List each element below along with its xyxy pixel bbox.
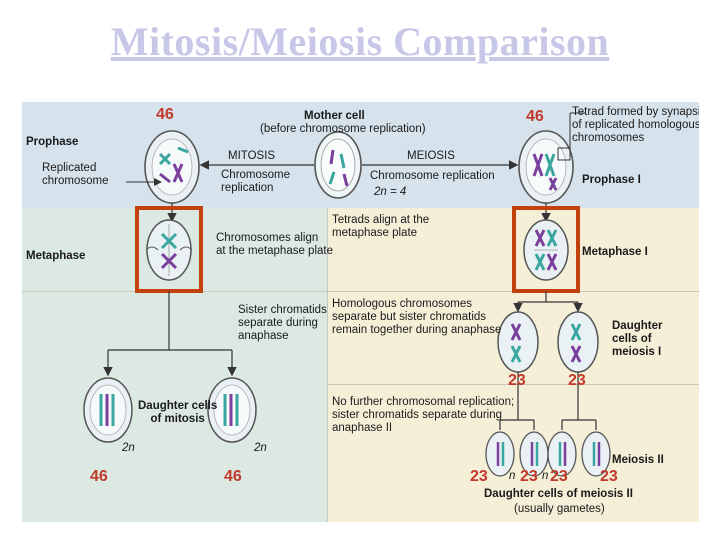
daughter-mitosis-line-2: of mitosis <box>150 413 205 425</box>
mitosis-daughter-right-count: 46 <box>224 468 242 485</box>
replicated-chromosome-line-1: Replicated <box>42 162 97 174</box>
mitosis-daughter-left-count: 46 <box>90 468 108 485</box>
mitosis-top-count: 46 <box>156 106 174 123</box>
two-n-equals-4-label: 2n = 4 <box>374 186 407 198</box>
homologous-line-3: remain together during anaphase <box>332 324 502 336</box>
sister-chromatids-line-1: Sister chromatids <box>238 304 327 316</box>
meiosis-ii-count-4: 23 <box>600 468 618 485</box>
no-further-line-1: No further chromosomal replication; <box>332 396 515 408</box>
chromosomes-align-line-1: Chromosomes align <box>216 232 319 244</box>
replicated-chromosome-label: Replicated chromosome <box>42 162 108 188</box>
no-further-line-3: anaphase II <box>332 422 393 434</box>
replicated-chromosome-line-2: chromosome <box>42 175 109 187</box>
metaphase-divider <box>22 291 699 292</box>
meiosis-ii-count-1: 23 <box>470 468 488 485</box>
daughter-meiosis-i-label: Daughter cells of meiosis I <box>612 320 662 359</box>
meiosis-i-left-count: 23 <box>508 372 526 389</box>
sister-chromatids-line-2: separate during <box>238 317 318 329</box>
page-title: Mitosis/Meiosis Comparison <box>110 19 610 64</box>
no-further-replication-label: No further chromosomal replication; sist… <box>332 396 514 435</box>
daughter-mitosis-label: Daughter cells of mitosis <box>138 400 217 426</box>
n-label-1: n <box>509 470 516 482</box>
sister-chromatids-label: Sister chromatids separate during anapha… <box>238 304 327 343</box>
tetrad-line-1: Tetrad formed by synapsis <box>572 106 699 118</box>
mother-cell-label: Mother cell <box>304 110 365 122</box>
tetrads-align-line-2: metaphase plate <box>332 227 418 239</box>
tetrad-line-2: of replicated homologous <box>572 119 699 131</box>
meiosis-sublabel: Chromosome replication <box>370 170 495 182</box>
mitosis-sublabel-line-1: Chromosome <box>221 169 291 181</box>
homologous-separate-label: Homologous chromosomes separate but sist… <box>332 298 501 337</box>
daughter-meiosis-i-line-2: cells of <box>612 333 652 345</box>
meiosis-ii-count-3: 23 <box>550 468 568 485</box>
tetrad-label: Tetrad formed by synapsis of replicated … <box>572 106 699 145</box>
daughter-meiosis-i-line-3: meiosis I <box>612 346 662 358</box>
daughter-mitosis-line-1: Daughter cells <box>138 400 218 412</box>
metaphase-label: Metaphase <box>26 250 86 262</box>
daughter-meiosis-i-line-1: Daughter <box>612 320 663 332</box>
homologous-line-2: separate but sister chromatids <box>332 311 487 323</box>
usually-gametes-label: (usually gametes) <box>514 503 605 515</box>
homologous-line-1: Homologous chromosomes <box>332 298 472 310</box>
meiosis-ii-label: Meiosis II <box>612 454 664 466</box>
tetrads-align-line-1: Tetrads align at the <box>332 214 430 226</box>
mitosis-sublabel-line-2: replication <box>221 182 274 194</box>
chromosomes-align-line-2: at the metaphase plate <box>216 245 333 257</box>
no-further-line-2: sister chromatids separate during <box>332 409 503 421</box>
meiosis-lower-divider <box>328 384 699 385</box>
chromosomes-align-label: Chromosomes align at the metaphase plate <box>216 232 333 258</box>
n-label-2: n <box>542 470 549 482</box>
sister-chromatids-line-3: anaphase <box>238 330 289 342</box>
mitosis-label: MITOSIS <box>228 150 276 162</box>
diagram-panel: Prophase Replicated chromosome Mother ce… <box>22 102 699 522</box>
mother-cell-sublabel: (before chromosome replication) <box>260 123 426 135</box>
two-n-right-label: 2n <box>254 442 267 454</box>
meiosis-i-right-count: 23 <box>568 372 586 389</box>
prophase-label: Prophase <box>26 136 79 148</box>
meiosis-label: MEIOSIS <box>407 150 455 162</box>
meiosis-top-count: 46 <box>526 108 544 125</box>
two-n-left-label: 2n <box>122 442 135 454</box>
prophase-i-label: Prophase I <box>582 174 641 186</box>
tetrad-line-3: chromosomes <box>572 132 645 144</box>
cell-diagram <box>83 112 611 477</box>
daughter-meiosis-ii-label: Daughter cells of meiosis II <box>484 488 633 500</box>
metaphase-i-label: Metaphase I <box>582 246 648 258</box>
column-divider <box>327 208 328 522</box>
meiosis-ii-count-2: 23 <box>520 468 538 485</box>
tetrads-align-label: Tetrads align at the metaphase plate <box>332 214 429 240</box>
mitosis-sublabel: Chromosome replication <box>221 169 290 195</box>
